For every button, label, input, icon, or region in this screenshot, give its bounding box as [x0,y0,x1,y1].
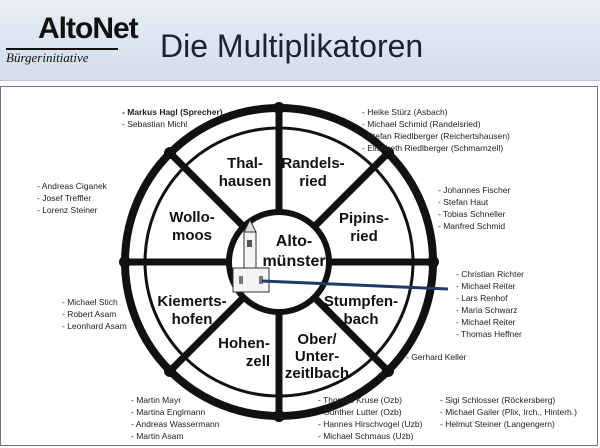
segment-oberzeitlbach-1: Ober/ [297,331,337,348]
list-item: - Thomas Kruse (Ozb) [318,395,402,405]
list-item: - Lorenz Steiner [37,205,98,215]
list-item: - Michael Schmaus (Uzb) [318,431,414,441]
list-wollomoos: - Andreas Ciganek - Josef Treffler - Lor… [37,180,107,216]
list-item: - Michael Reiter [456,317,516,327]
list-item: - Markus Hagl (Sprecher) [122,107,223,117]
list-item: - Martin Asam [131,431,184,441]
segment-randelsried-1: Randels- [281,155,344,172]
list-pipinsried: - Johannes Fischer - Stefan Haut - Tobia… [438,184,510,232]
list-item: - Thomas Heffner [456,329,522,339]
list-extra: - Sigi Schlosser (Röckersberg) - Michael… [440,394,577,430]
hub-label-line2: münster [262,253,325,270]
wheel-spokes [125,108,433,416]
list-item: - Sigi Schlosser (Röckersberg) [440,395,556,405]
list-item: - Sebastian Michl [122,119,188,129]
list-thalhausen: - Markus Hagl (Sprecher) - Sebastian Mic… [122,106,223,130]
altonet-logo: AltoNet Bürgerinitiative [6,10,139,72]
list-item: - Günther Lutter (Ozb) [318,407,402,417]
list-item: - Johannes Fischer [438,185,511,195]
slide-header: AltoNet Bürgerinitiative Die Multiplikat… [0,0,600,81]
list-item: - Michael Gailer (Plix, Irch., Hinterh.) [440,407,577,417]
logo-underline [6,48,118,50]
segment-oberzeitlbach-3: zeitlbach [285,365,349,382]
segment-hohenzell-1: Hohen- [218,335,270,352]
list-oberzeitlbach: - Thomas Kruse (Ozb) - Günther Lutter (O… [318,394,422,442]
connector-line [261,279,449,291]
list-item: - Helmut Steiner (Langengern) [440,419,555,429]
list-item: - Andreas Wassermann [131,419,220,429]
list-item: - Martin Mayr [131,395,182,405]
list-item: - Michael Schmid (Randelsried) [362,119,481,129]
list-stumpfenbach: - Gerhard Keller [406,351,466,363]
segment-kiemertshofen-2: hofen [172,311,213,328]
segment-kiemertshofen-1: Kiemerts- [157,293,226,310]
list-altomuenster: - Christian Richter - Michael Reiter - L… [456,268,524,340]
list-item: - Robert Asam [62,309,117,319]
ring-nodes [119,102,439,422]
list-item: - Tobias Schneller [438,209,506,219]
list-item: - Stefan Riedlberger (Reichertshausen) [362,131,510,141]
segment-wollomoos-2: moos [172,227,212,244]
segment-oberzeitlbach-2: Unter- [295,348,339,365]
list-item: - Michael Reiter [456,281,516,291]
list-item: - Heike Stürz (Asbach) [362,107,448,117]
diagram-frame [0,86,598,446]
list-item: - Gerhard Keller [406,352,467,362]
list-item: - Hannes Hirschvogel (Uzb) [318,419,423,429]
list-item: - Manfred Schmid [438,221,506,231]
segment-wollomoos-1: Wollo- [169,209,215,226]
logo-text: AltoNet [38,12,139,45]
list-item: - Josef Treffler [37,193,92,203]
segment-hohenzell-2: zell [246,353,270,370]
segment-thalhausen-2: hausen [219,173,272,190]
segment-pipinsried-2: ried [350,228,378,245]
list-randelsried: - Heike Stürz (Asbach) - Michael Schmid … [362,106,510,154]
list-item: - Stefan Haut [438,197,489,207]
list-item: - Martina Englmann [131,407,206,417]
list-item: - Andreas Ciganek [37,181,107,191]
hub-label-line1: Alto- [276,233,312,250]
segment-thalhausen-1: Thal- [227,155,263,172]
list-item: - Christian Richter [456,269,525,279]
list-item: - Leonhard Asam [62,321,127,331]
segment-stumpfenbach-1: Stumpfen- [324,293,398,310]
page-title: Die Multiplikatoren [160,28,424,64]
list-item: - Maria Schwarz [456,305,518,315]
segment-randelsried-2: ried [299,173,327,190]
church-icon [232,218,270,293]
list-item: - Elisabeth Riedlberger (Schmarnzell) [362,143,504,153]
list-item: - Michael Stich [62,297,118,307]
list-item: - Lars Renhof [456,293,508,303]
list-kiemertshofen: - Michael Stich - Robert Asam - Leonhard… [62,296,127,332]
segment-pipinsried-1: Pipins- [339,210,389,227]
segment-stumpfenbach-2: bach [343,311,378,328]
logo-subtitle: Bürgerinitiative [6,50,89,65]
list-hohenzell: - Martin Mayr - Martina Englmann - Andre… [131,394,220,442]
